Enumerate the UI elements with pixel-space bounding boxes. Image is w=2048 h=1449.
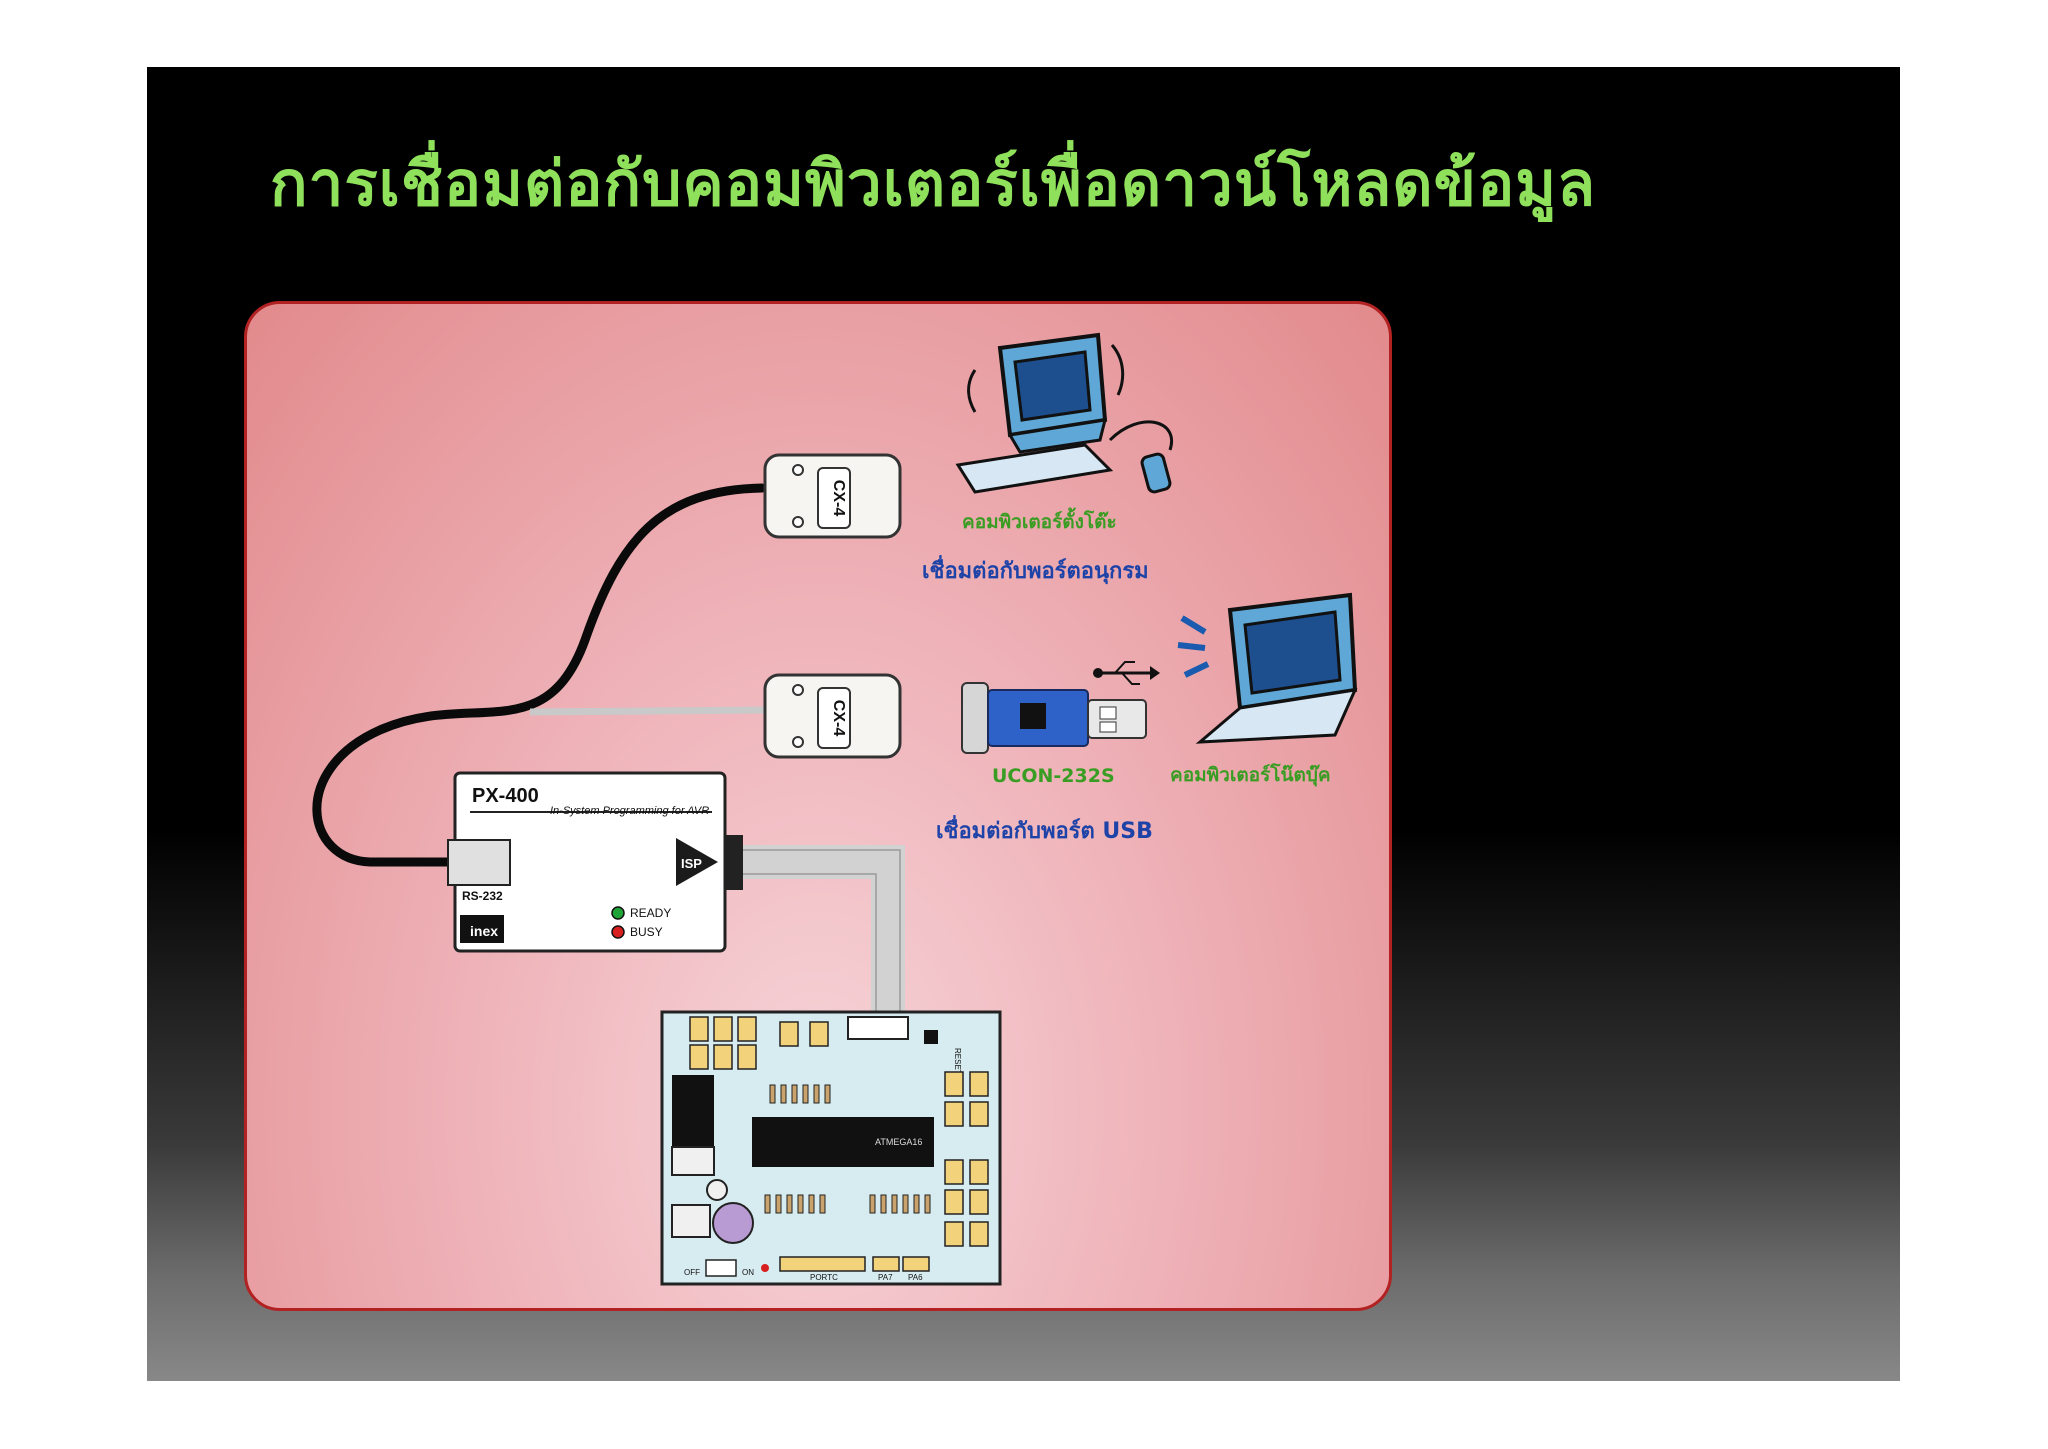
resistor <box>902 1194 909 1214</box>
inex-logo <box>460 915 504 943</box>
header-pin <box>737 1044 757 1070</box>
cx4-label-top: CX-4 <box>830 480 847 517</box>
rs232-label: RS-232 <box>462 889 503 903</box>
usb-route-cable <box>529 706 766 716</box>
header-pin <box>809 1021 829 1047</box>
busy-label: BUSY <box>630 925 663 939</box>
resistor <box>802 1084 809 1104</box>
ucon-232s-label: UCON-232S <box>992 765 1115 787</box>
resistor <box>786 1194 793 1214</box>
ucon-232s-adapter <box>961 682 1147 754</box>
cx4-connector-bottom: CX-4 <box>763 673 902 759</box>
desktop-label: คอมพิวเตอร์ตั้งโต๊ะ <box>962 511 1117 533</box>
busy-led <box>611 925 625 939</box>
resistor <box>891 1194 898 1214</box>
ready-label: READY <box>630 906 671 920</box>
px400-subtitle: In-System Programming for AVR <box>550 805 709 817</box>
header-pin <box>713 1044 733 1070</box>
laptop-label: คอมพิวเตอร์โน๊ตบุ๊ค <box>1170 764 1331 786</box>
px400-programmer: PX-400 In-System Programming for AVR RS-… <box>447 771 743 953</box>
usb-port-label: เชื่อมต่อกับพอร์ต USB <box>936 819 1153 844</box>
header-pin <box>713 1016 733 1042</box>
header-pin <box>944 1101 964 1127</box>
resistor <box>819 1194 826 1214</box>
resistor <box>808 1194 815 1214</box>
header-pin <box>969 1101 989 1127</box>
cx4-label-bottom: CX-4 <box>830 700 847 737</box>
header-pin <box>737 1016 757 1042</box>
cx4-connector-top: CX-4 <box>763 453 902 539</box>
header-pin <box>779 1021 799 1047</box>
resistor <box>880 1194 887 1214</box>
pa6-label: PA6 <box>908 1273 923 1282</box>
header-pin <box>969 1189 989 1215</box>
header-pin <box>969 1221 989 1247</box>
header-pin <box>944 1071 964 1097</box>
board-resistors <box>764 1084 931 1214</box>
serial-cable <box>312 483 767 867</box>
isp-ribbon-cable <box>743 845 905 1030</box>
isp-label: ISP <box>681 856 702 871</box>
serial-port-label: เชื่อมต่อกับพอร์ตอนุกรม <box>922 559 1149 584</box>
header-pin <box>944 1159 964 1185</box>
off-label: OFF <box>684 1268 700 1277</box>
resistor <box>769 1084 776 1104</box>
portc-label: PORTC <box>810 1273 838 1282</box>
resistor <box>797 1194 804 1214</box>
resistor <box>913 1194 920 1214</box>
board-header-pins <box>689 1016 989 1247</box>
on-label: ON <box>742 1268 754 1277</box>
resistor <box>924 1194 931 1214</box>
desktop-computer-icon <box>955 332 1174 494</box>
resistor <box>791 1084 798 1104</box>
reset-label: RESET <box>953 1048 962 1075</box>
resistor <box>764 1194 771 1214</box>
header-pin <box>689 1016 709 1042</box>
resistor <box>813 1084 820 1104</box>
header-pin <box>969 1159 989 1185</box>
slide-title: การเชื่อมต่อกับคอมพิวเตอร์เพื่อดาวน์โหลด… <box>270 147 1597 220</box>
resistor <box>775 1194 782 1214</box>
ready-led <box>611 906 625 920</box>
laptop-icon <box>1177 592 1358 744</box>
pa7-label: PA7 <box>878 1273 893 1282</box>
resistor <box>824 1084 831 1104</box>
atmega16-chip <box>752 1117 934 1167</box>
usb-symbol-icon <box>1093 661 1160 685</box>
header-pin <box>689 1044 709 1070</box>
px400-name: PX-400 <box>472 785 539 807</box>
header-pin <box>944 1189 964 1215</box>
inex-logo-text: inex <box>470 923 498 939</box>
header-pin <box>969 1071 989 1097</box>
chip-label: ATMEGA16 <box>875 1137 922 1147</box>
resistor <box>869 1194 876 1214</box>
header-pin <box>944 1221 964 1247</box>
resistor <box>780 1084 787 1104</box>
